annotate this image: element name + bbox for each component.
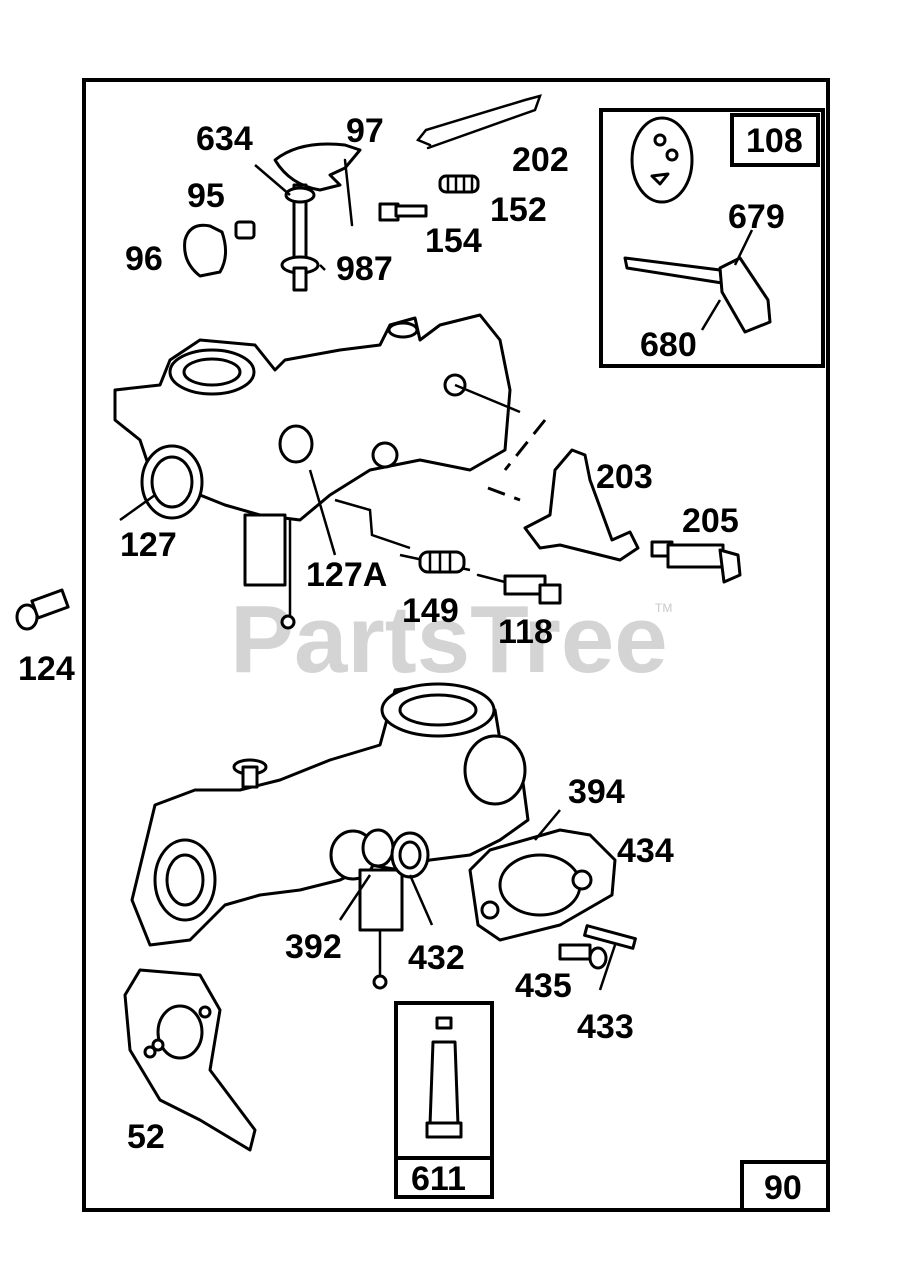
part-label-987: 987 [336, 250, 393, 288]
trademark: TM [655, 601, 672, 615]
part-label-205: 205 [682, 502, 739, 540]
carburetor-upper-body-drawing [113, 313, 512, 630]
part-label-392: 392 [285, 928, 342, 966]
throttle-shaft-drawing [280, 158, 354, 292]
inset-611-tube-drawing [425, 1016, 463, 1139]
screw-95-drawing [234, 220, 256, 240]
spring-149-drawing [418, 550, 466, 574]
part-label-680: 680 [640, 326, 697, 364]
part-label-433: 433 [577, 1008, 634, 1046]
figure-number: 90 [764, 1169, 802, 1207]
screw-205-drawing [650, 540, 742, 584]
figure-number-box [740, 1160, 830, 1212]
part-label-149: 149 [402, 592, 459, 630]
part-label-97: 97 [346, 112, 384, 150]
part-label-154: 154 [425, 222, 482, 260]
carburetor-lower-body-drawing [130, 682, 530, 990]
screw-154-drawing [378, 202, 428, 222]
choke-plate-drawing [183, 223, 227, 278]
part-label-435: 435 [515, 967, 572, 1005]
screw-124-drawing [15, 588, 70, 631]
part-label-203: 203 [596, 458, 653, 496]
fuel-pump-drawing [468, 828, 617, 942]
part-label-634: 634 [196, 120, 253, 158]
part-label-434: 434 [617, 832, 674, 870]
inset-108-shaft-drawing [623, 256, 772, 334]
part-label-52: 52 [127, 1118, 165, 1156]
spring-392-drawing [361, 828, 395, 868]
inset-108-frame [599, 108, 825, 368]
part-label-124: 124 [18, 650, 75, 688]
part-label-152: 152 [490, 191, 547, 229]
part-label-127: 127 [120, 526, 177, 564]
watermark: PartsTree [230, 586, 668, 693]
part-label-202: 202 [512, 141, 569, 179]
part-label-96: 96 [125, 240, 163, 278]
screw-435-drawing [558, 943, 608, 970]
part-label-127A: 127A [306, 556, 387, 594]
inset-108-label: 108 [746, 122, 803, 160]
link-202-drawing [415, 94, 542, 150]
part-label-118: 118 [498, 613, 553, 651]
inset-611-label-box [394, 1156, 494, 1199]
inset-611-label: 611 [411, 1160, 466, 1198]
part-label-394: 394 [568, 773, 625, 811]
lever-203-drawing [523, 448, 640, 562]
gasket-52-drawing [123, 968, 257, 1152]
diagram-frame [82, 78, 830, 1212]
pin-433-drawing [583, 924, 637, 950]
needle-118-drawing [476, 573, 562, 605]
spring-152-drawing [438, 174, 480, 194]
part-label-679: 679 [728, 198, 785, 236]
inset-108-label-box [730, 113, 820, 167]
part-label-432: 432 [408, 939, 465, 977]
part-label-95: 95 [187, 177, 225, 215]
inset-108-plate-drawing [630, 116, 694, 204]
